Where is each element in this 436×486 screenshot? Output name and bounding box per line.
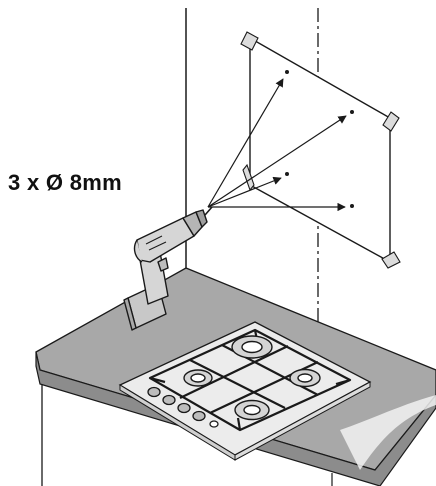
knob-2 xyxy=(162,394,176,406)
gas-hob xyxy=(118,321,372,461)
drill-icon xyxy=(123,206,213,331)
hole-mark-3 xyxy=(285,172,289,176)
knob-3 xyxy=(177,402,191,414)
tape-corner-top-right xyxy=(382,111,400,132)
arrow-to-hole-1 xyxy=(207,78,284,208)
hole-mark-1 xyxy=(285,70,289,74)
knob-1 xyxy=(147,386,161,398)
knob-4 xyxy=(192,410,206,422)
hole-mark-2 xyxy=(350,110,354,114)
tape-corner-bottom-left xyxy=(242,163,255,192)
tape-corner-bottom-right xyxy=(381,251,401,269)
arrow-to-hole-2 xyxy=(207,115,347,208)
burners xyxy=(183,335,321,421)
hole-mark-4 xyxy=(350,204,354,208)
tape-corner-top-left xyxy=(240,31,259,51)
template-sheet xyxy=(240,31,401,269)
drill-spec-label: 3 x Ø 8mm xyxy=(8,170,122,195)
drill-arrows xyxy=(207,78,347,212)
arrow-to-hole-3 xyxy=(207,176,282,208)
control-knobs xyxy=(147,386,219,428)
